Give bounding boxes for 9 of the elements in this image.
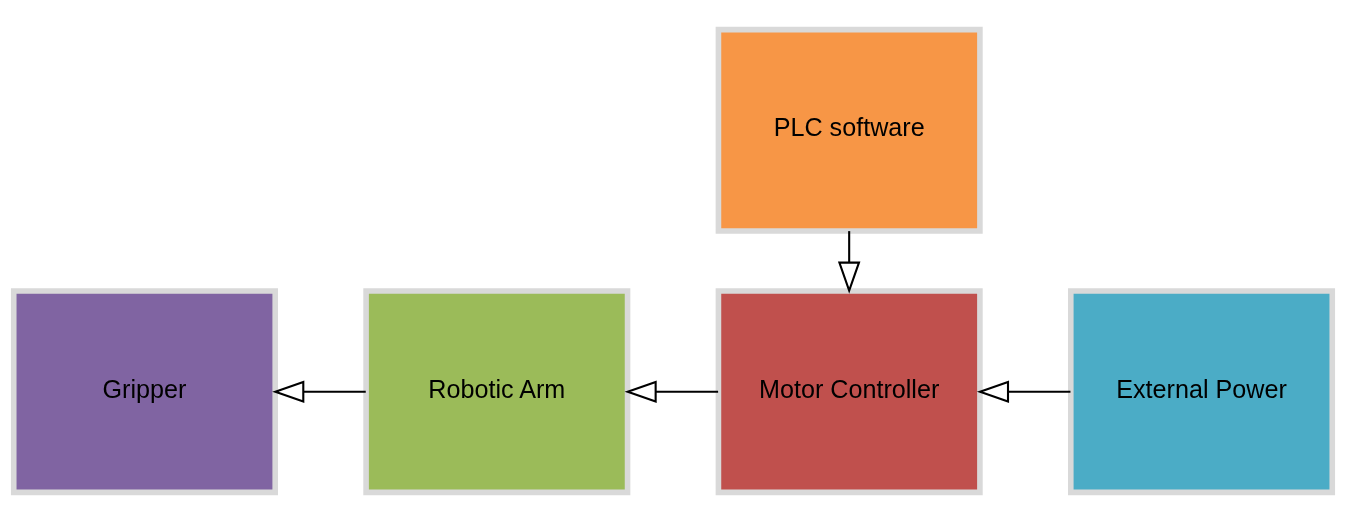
arrow [624, 380, 719, 403]
node-box: PLC software [715, 26, 983, 234]
node-box: External Power [1068, 288, 1336, 496]
node-box: Robotic Arm [363, 288, 631, 496]
arrow [976, 380, 1071, 403]
node-box: Gripper [10, 288, 278, 496]
arrow [837, 231, 861, 294]
node-box: Motor Controller [715, 288, 983, 496]
arrow [272, 380, 366, 403]
